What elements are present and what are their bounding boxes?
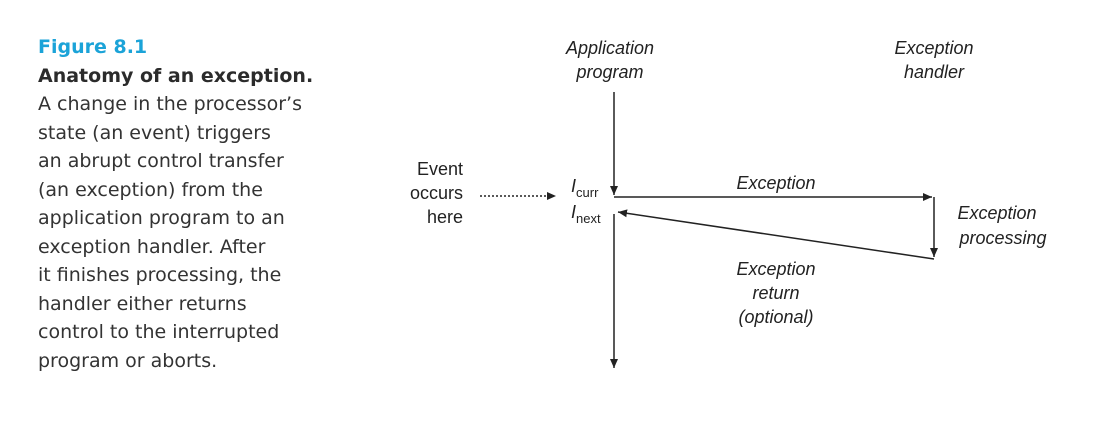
i-curr-label: Icurr xyxy=(571,176,599,200)
figure-caption: Figure 8.1 Anatomy of an exception. A ch… xyxy=(38,33,388,375)
caption-line: program or aborts. xyxy=(38,349,218,372)
caption-line: exception handler. After xyxy=(38,235,266,258)
exception-return-arrow xyxy=(617,209,935,260)
event-label-line3: here xyxy=(427,207,463,227)
exception-handler-label-line1: Exception xyxy=(894,38,973,58)
caption-line: control to the interrupted xyxy=(38,321,280,343)
exception-handler-label-line2: handler xyxy=(904,62,965,82)
application-program-label-line2: program xyxy=(575,62,643,82)
event-label-line1: Event xyxy=(417,159,463,179)
figure-label: Figure 8.1 xyxy=(38,36,148,58)
i-next-label: Inext xyxy=(571,202,601,226)
caption-line: an abrupt control transfer xyxy=(38,150,284,172)
event-label-line2: occurs xyxy=(410,183,463,203)
caption-line: handler either returns xyxy=(38,292,247,315)
exception-return-label-line2: return xyxy=(752,283,799,303)
exception-return-label-line1: Exception xyxy=(736,259,815,279)
exception-label: Exception xyxy=(736,173,815,193)
caption-line: state (an event) triggers xyxy=(38,121,271,144)
exception-processing-label-line2: processing xyxy=(958,228,1046,248)
figure-title: Anatomy of an exception. xyxy=(38,64,314,87)
exception-return-label-line3: (optional) xyxy=(738,307,813,327)
caption-line: A change in the processor’s xyxy=(38,93,302,115)
caption-line: application program to an xyxy=(38,207,285,229)
exception-processing-label-line1: Exception xyxy=(957,203,1036,223)
application-program-label-line1: Application xyxy=(565,38,654,58)
caption-line: (an exception) from the xyxy=(38,178,263,201)
caption-line: it finishes processing, the xyxy=(38,264,282,286)
